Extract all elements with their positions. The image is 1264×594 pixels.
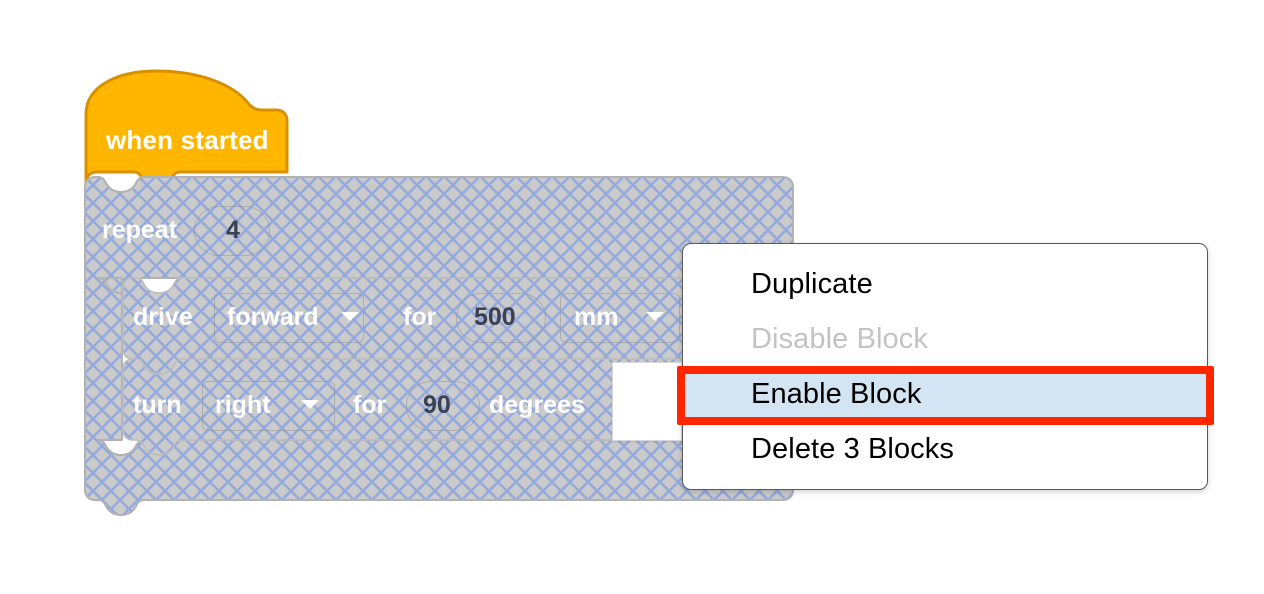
block-context-menu[interactable]: Duplicate Disable Block Enable Block Del… bbox=[682, 243, 1208, 490]
when-started-shape bbox=[84, 69, 289, 189]
block-when-started[interactable]: when started bbox=[84, 68, 290, 190]
context-menu-item-delete-3-blocks[interactable]: Delete 3 Blocks bbox=[751, 433, 954, 465]
context-menu-item-disable-block: Disable Block bbox=[751, 323, 928, 355]
block-repeat-shape bbox=[84, 176, 794, 516]
when-started-label: when started bbox=[106, 125, 269, 155]
context-menu-item-duplicate[interactable]: Duplicate bbox=[751, 268, 873, 300]
context-menu-item-enable-block[interactable]: Enable Block bbox=[683, 367, 1207, 422]
inline-text-edit-field[interactable] bbox=[612, 362, 682, 441]
